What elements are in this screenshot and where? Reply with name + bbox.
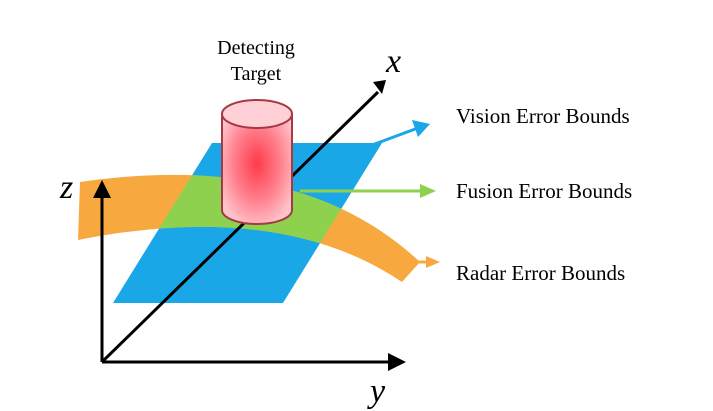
x-axis	[100, 90, 380, 364]
fusion-arrow-icon	[300, 184, 436, 198]
axis-arrow-icon	[388, 353, 406, 371]
fusion-label: Fusion Error Bounds	[456, 179, 632, 203]
vision-arrow-icon	[371, 120, 430, 147]
target-cylinder-top	[221, 99, 293, 129]
vision-label: Vision Error Bounds	[456, 104, 630, 128]
axis-arrow-icon	[93, 180, 111, 198]
target-label-line1: Detecting	[217, 37, 295, 59]
x-axis-label: x	[385, 43, 401, 80]
cylinder-icon	[221, 99, 293, 225]
radar-arrow-icon	[414, 256, 440, 268]
target-label-line2: Target	[231, 63, 282, 85]
y-axis-label: y	[367, 373, 386, 410]
axis-arrow-icon	[373, 80, 386, 94]
z-axis-label: z	[59, 169, 73, 206]
target-cylinder-body	[221, 113, 293, 225]
radar-label: Radar Error Bounds	[456, 261, 625, 285]
